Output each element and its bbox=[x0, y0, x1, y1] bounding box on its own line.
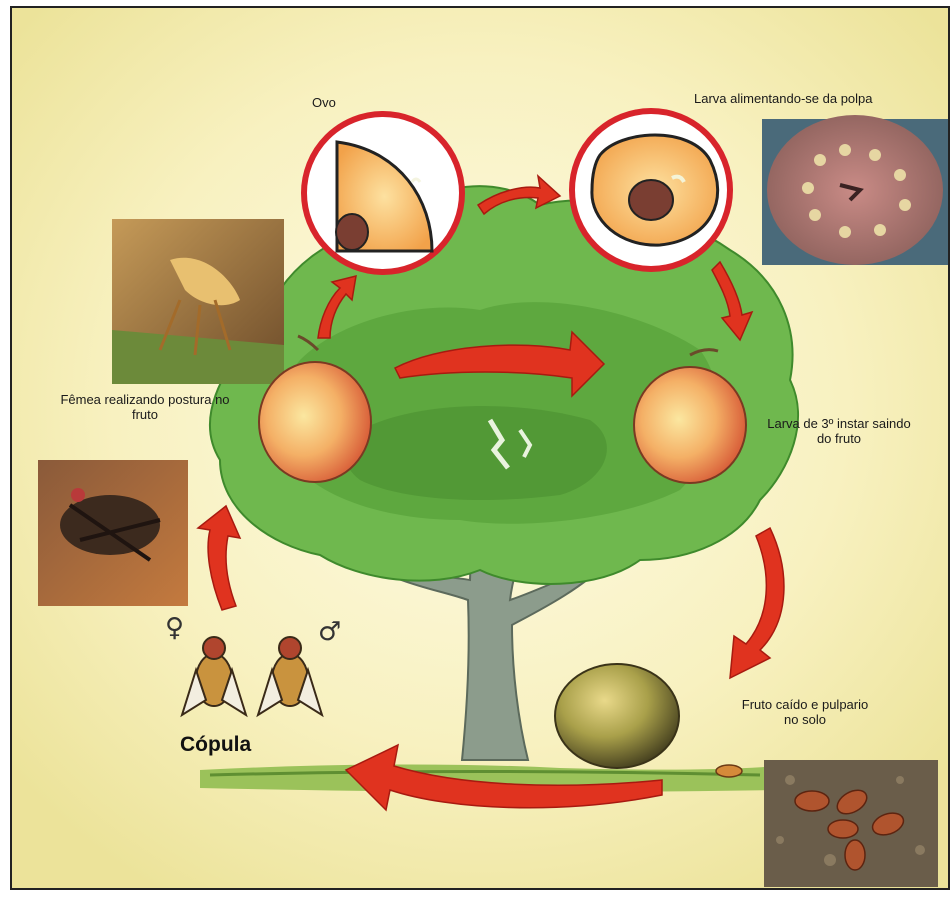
mating-flies-photo bbox=[38, 460, 188, 606]
male-symbol: ♂ bbox=[318, 617, 341, 647]
female-fly-photo bbox=[112, 219, 284, 384]
label-femea: Fêmea realizando postura no fruto bbox=[60, 392, 230, 422]
label-fruto-caido: Fruto caído e pulpario no solo bbox=[735, 697, 875, 727]
label-ovo: Ovo bbox=[312, 95, 336, 110]
pupae-soil-photo bbox=[764, 760, 938, 887]
label-copula: Cópula bbox=[180, 733, 251, 757]
egg-stage-circle bbox=[304, 114, 462, 272]
female-symbol: ♀ bbox=[165, 613, 184, 643]
label-larva-polpa: Larva alimentando-se da polpa bbox=[694, 91, 873, 106]
label-larva-3-instar: Larva de 3º instar saindo do fruto bbox=[764, 416, 914, 446]
guava-photo bbox=[762, 115, 948, 265]
larva-stage-circle bbox=[572, 111, 730, 269]
